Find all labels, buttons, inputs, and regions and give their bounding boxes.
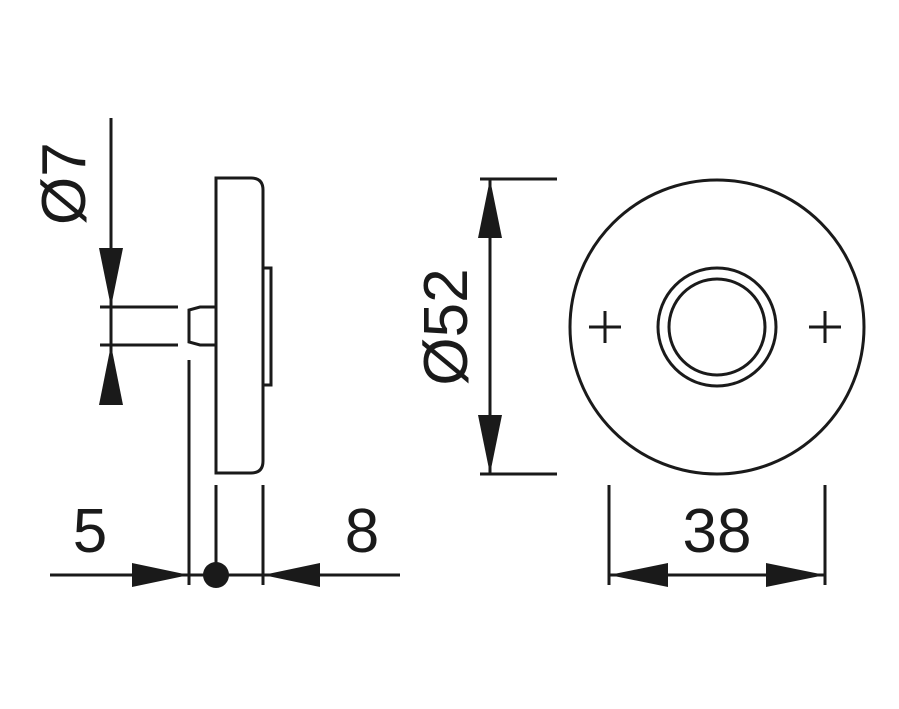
side-view: [187, 176, 273, 475]
center-ring-inner: [667, 277, 767, 377]
screw-mark-right: [809, 311, 841, 343]
rosette-back-strip: [261, 266, 273, 387]
arrow-right: [132, 563, 189, 587]
arrow-up: [99, 345, 123, 405]
arrow-left: [263, 563, 320, 587]
pin-diameter-label: Ø7: [30, 142, 99, 225]
arrow-right: [766, 563, 825, 587]
arrow-down: [99, 248, 123, 307]
depth-dimensions: 5 8: [50, 360, 400, 588]
rosette-body-side: [214, 176, 265, 475]
rosette-outline: [568, 178, 866, 476]
arrow-up: [478, 179, 502, 238]
center-ring-outer: [656, 266, 778, 388]
rosette-thickness-label: 8: [345, 497, 379, 566]
pin-length-label: 5: [73, 497, 107, 566]
arrow-left: [609, 563, 668, 587]
arrow-down: [478, 415, 502, 474]
pin-side: [187, 305, 216, 347]
rosette-diameter-label: Ø52: [412, 268, 481, 385]
datum-dot: [203, 562, 229, 588]
front-view: [568, 178, 866, 476]
screw-mark-left: [589, 311, 621, 343]
width-dimension: 38: [607, 485, 827, 587]
pin-diameter-dimension: Ø7: [30, 118, 178, 405]
rosette-diameter-dimension: Ø52: [412, 177, 557, 476]
width-label: 38: [683, 497, 752, 566]
